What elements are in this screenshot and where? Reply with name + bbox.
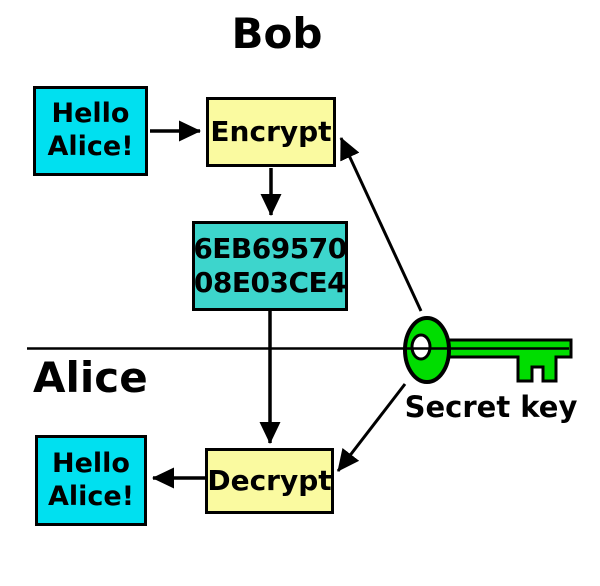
plaintext-line1: Hello bbox=[51, 98, 130, 130]
ciphertext-line2: 08E03CE4 bbox=[193, 266, 347, 299]
decrypt-box: Decrypt bbox=[205, 448, 334, 514]
plaintext-line2: Alice! bbox=[47, 131, 134, 162]
arrow-key-to-encrypt bbox=[339, 137, 423, 312]
plaintext-line1: Hello bbox=[52, 447, 130, 479]
arrow-key-to-decrypt bbox=[336, 383, 407, 472]
secret-key-icon bbox=[403, 316, 573, 384]
alice-label: Alice bbox=[33, 353, 148, 402]
decrypt-label: Decrypt bbox=[207, 463, 332, 497]
ciphertext-line1: 6EB69570 bbox=[193, 231, 347, 265]
bob-label: Bob bbox=[231, 9, 323, 58]
key-hole bbox=[410, 333, 432, 361]
encrypt-box: Encrypt bbox=[206, 97, 336, 167]
plaintext-line2: Alice! bbox=[47, 480, 135, 512]
plaintext-box-alice: Hello Alice! bbox=[35, 435, 147, 526]
encrypt-label: Encrypt bbox=[210, 114, 332, 148]
secret-key-label: Secret key bbox=[404, 390, 578, 424]
key-shaft bbox=[446, 338, 573, 383]
ciphertext-box: 6EB69570 08E03CE4 bbox=[192, 221, 348, 311]
plaintext-box-bob: Hello Alice! bbox=[33, 86, 148, 176]
